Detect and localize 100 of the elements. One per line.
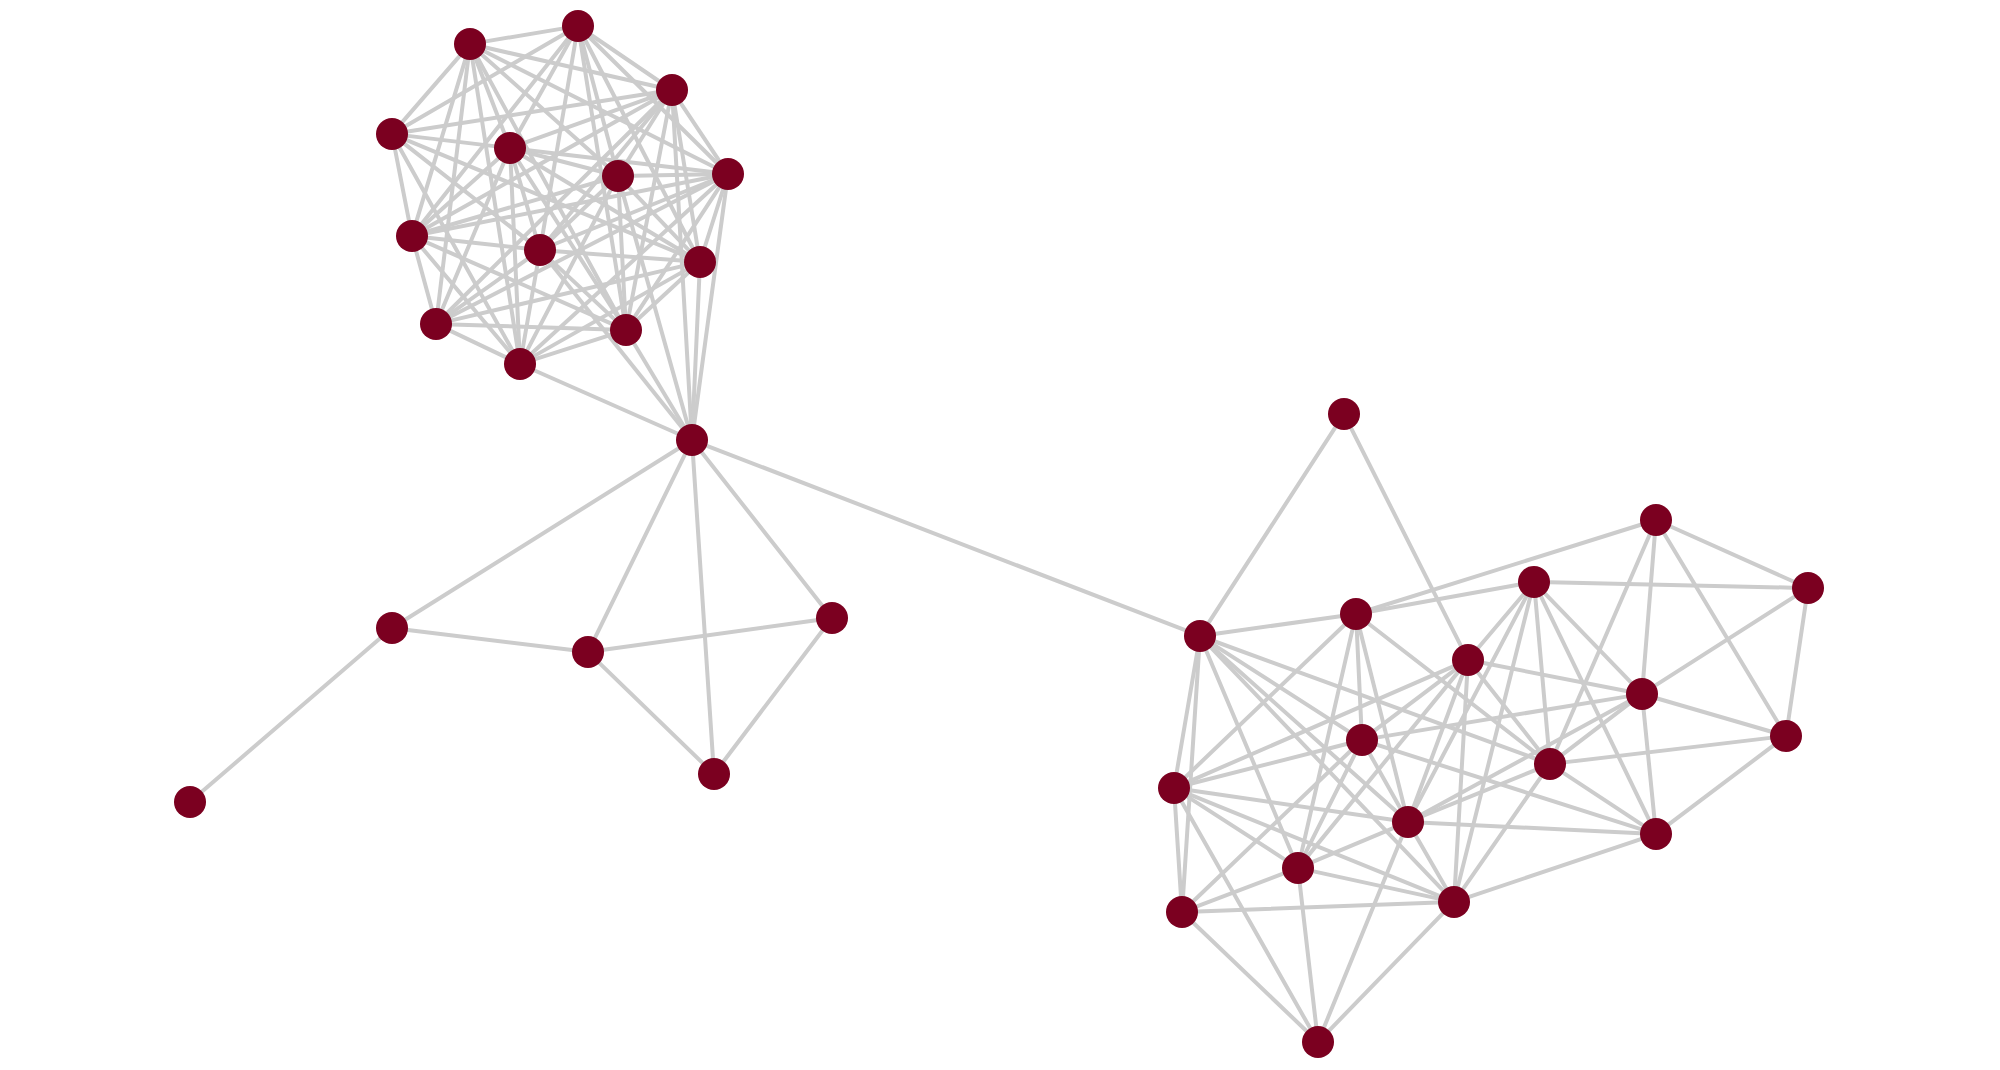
edge-line — [1191, 921, 1309, 1033]
edge-line — [435, 57, 471, 311]
edge-line — [1475, 670, 1543, 754]
edge-line — [1327, 911, 1445, 1033]
edge-line — [1369, 522, 1643, 612]
edge-line — [548, 100, 664, 240]
edge-line — [445, 99, 663, 315]
edge-line — [1367, 751, 1403, 811]
edge-line — [1209, 645, 1445, 893]
network-node — [420, 308, 452, 340]
edge-line — [692, 187, 728, 427]
edge-line — [520, 263, 540, 351]
edge-line — [521, 154, 689, 256]
edge-line — [601, 618, 819, 652]
edge-line — [403, 32, 567, 128]
network-node — [572, 636, 604, 668]
edge-line — [1655, 696, 1773, 734]
edge-line — [1666, 743, 1776, 827]
edge-line — [1299, 627, 1355, 855]
network-node — [1792, 572, 1824, 604]
network-node — [1640, 504, 1672, 536]
edge-line — [1206, 425, 1338, 625]
edge-line — [1179, 799, 1313, 1031]
edge-line — [523, 147, 715, 175]
network-node — [656, 74, 688, 106]
edge-line — [1414, 833, 1448, 891]
edge-line — [508, 162, 522, 350]
network-node — [816, 602, 848, 634]
edge-line — [512, 161, 538, 237]
edge-line — [420, 246, 512, 354]
edge-line — [515, 38, 573, 136]
edge-line — [632, 185, 722, 319]
edge-line — [423, 95, 661, 231]
edge-line — [475, 56, 621, 318]
edge-line — [1357, 627, 1407, 809]
network-node — [1438, 886, 1470, 918]
edge-line — [1539, 594, 1651, 822]
edge-line — [1420, 699, 1630, 817]
edge-line — [632, 172, 714, 178]
network-node — [454, 28, 486, 60]
edge-line — [400, 54, 462, 124]
network-node — [684, 246, 716, 278]
edge-line — [1185, 794, 1287, 862]
edge-line — [1422, 820, 1642, 836]
edge-line — [523, 93, 659, 145]
edge-line — [473, 56, 507, 136]
edge-line — [1306, 670, 1460, 858]
network-node — [1392, 806, 1424, 838]
edge-line — [1196, 900, 1440, 914]
edge-line — [1174, 649, 1200, 775]
edge-line — [425, 178, 605, 234]
edge-line — [1375, 742, 1643, 832]
network-node — [698, 758, 730, 790]
edge-line — [1209, 644, 1399, 814]
network-node — [676, 424, 708, 456]
edge-line — [403, 446, 681, 622]
edge-line — [1187, 741, 1349, 787]
network-node — [494, 132, 526, 164]
edge-line — [635, 270, 691, 322]
edge-line — [447, 257, 529, 317]
edge-line — [419, 36, 571, 226]
network-node — [1302, 1026, 1334, 1058]
edge-line — [1372, 667, 1458, 733]
edge-line — [1191, 749, 1353, 903]
edge-line — [470, 57, 520, 351]
edge-line — [1194, 871, 1286, 909]
edge-line — [1311, 869, 1441, 901]
edge-line — [1533, 595, 1551, 751]
network-node — [1452, 644, 1484, 676]
edge-line — [1786, 601, 1808, 723]
edge-line — [690, 276, 702, 426]
edge-line — [532, 368, 680, 436]
edge-line — [691, 453, 715, 761]
edge-line — [699, 450, 825, 608]
edge-line — [627, 185, 691, 253]
network-node — [1158, 772, 1190, 804]
edge-line — [397, 146, 515, 352]
edge-line — [540, 39, 578, 237]
edge-line — [1548, 580, 1794, 590]
edge-line — [721, 628, 825, 764]
edge-line — [1563, 735, 1773, 765]
edge-line — [549, 185, 609, 241]
edge-line — [425, 175, 715, 235]
network-node — [524, 234, 556, 266]
edge-line — [523, 150, 605, 174]
network-node — [1282, 852, 1314, 884]
edge-line — [1183, 623, 1347, 779]
edge-line — [440, 160, 506, 312]
edge-line — [578, 39, 626, 317]
edge-line — [1213, 614, 1343, 636]
edge-line — [1366, 621, 1540, 757]
edge-line — [1173, 801, 1183, 899]
edge-line — [1420, 768, 1538, 818]
edge-line — [1310, 826, 1396, 864]
network-node — [602, 160, 634, 192]
edge-line — [1354, 628, 1364, 726]
edge-line — [405, 133, 497, 149]
edge-line — [479, 52, 609, 168]
network-node — [396, 220, 428, 252]
edge-line — [1461, 775, 1543, 891]
